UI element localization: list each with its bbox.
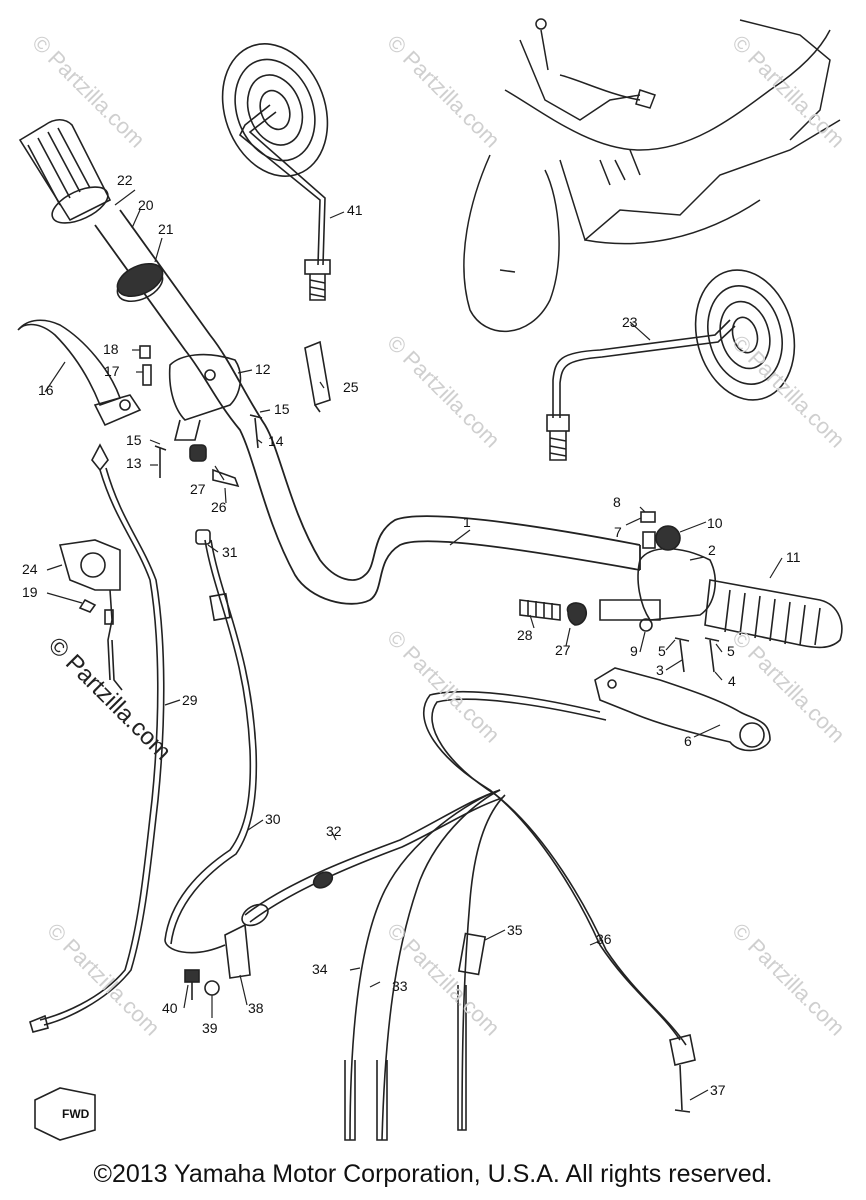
callout-3: 3 (656, 662, 664, 678)
callout-13: 13 (126, 455, 142, 471)
left-grip (18, 118, 164, 303)
callout-22: 22 (117, 172, 133, 188)
callout-39: 39 (202, 1020, 218, 1036)
right-switch-throttle (519, 511, 843, 673)
callout-32: 32 (326, 823, 342, 839)
callout-24: 24 (22, 561, 38, 577)
callout-16: 16 (38, 382, 54, 398)
mounting-hardware (184, 969, 220, 1000)
callout-7: 7 (614, 524, 622, 540)
callout-37: 37 (710, 1082, 726, 1098)
callout-41: 41 (347, 202, 363, 218)
callout-21: 21 (158, 221, 174, 237)
callout-10: 10 (707, 515, 723, 531)
callout-19: 19 (22, 584, 38, 600)
callout-33: 33 (392, 978, 408, 994)
control-cables (29, 467, 696, 1141)
callout-35: 35 (507, 922, 523, 938)
callout-15a: 15 (126, 432, 142, 448)
callout-23: 23 (622, 314, 638, 330)
callout-27b: 27 (555, 642, 571, 658)
motorcycle-illustration (463, 18, 841, 332)
callout-30: 30 (265, 811, 281, 827)
callout-29: 29 (182, 692, 198, 708)
boot-25 (304, 340, 331, 413)
callout-40: 40 (162, 1000, 178, 1016)
callout-25: 25 (343, 379, 359, 395)
right-mirror (546, 269, 796, 461)
callout-28: 28 (517, 627, 533, 643)
left-mirror (221, 43, 331, 301)
callout-12: 12 (255, 361, 271, 377)
callout-36: 36 (596, 931, 612, 947)
callout-34: 34 (312, 961, 328, 977)
callout-8: 8 (613, 494, 621, 510)
callout-20: 20 (138, 197, 154, 213)
fwd-arrow-icon: FWD (34, 1087, 96, 1141)
handlebar (94, 209, 641, 605)
callout-5b: 5 (727, 643, 735, 659)
front-brake-lever (594, 667, 771, 752)
callout-15b: 15 (274, 401, 290, 417)
callout-9: 9 (630, 643, 638, 659)
clutch-lever-assembly (17, 319, 263, 488)
callout-26: 26 (211, 499, 227, 515)
callout-31: 31 (222, 544, 238, 560)
callout-numbers: 1 2 3 4 5 5 6 7 8 9 10 11 12 13 14 15 15… (22, 172, 801, 1098)
callout-6: 6 (684, 733, 692, 749)
callout-4: 4 (728, 673, 736, 689)
callout-5a: 5 (658, 643, 666, 659)
callout-27a: 27 (190, 481, 206, 497)
callout-14: 14 (268, 433, 284, 449)
callout-17: 17 (104, 363, 120, 379)
callout-11: 11 (786, 549, 801, 565)
callout-1: 1 (463, 514, 471, 530)
callout-18: 18 (103, 341, 119, 357)
fwd-label: FWD (62, 1107, 90, 1121)
callout-2: 2 (708, 542, 716, 558)
callout-38: 38 (248, 1000, 264, 1016)
left-switch (58, 539, 123, 691)
leader-lines (44, 189, 783, 1101)
copyright-notice: ©2013 Yamaha Motor Corporation, U.S.A. A… (93, 1160, 773, 1188)
